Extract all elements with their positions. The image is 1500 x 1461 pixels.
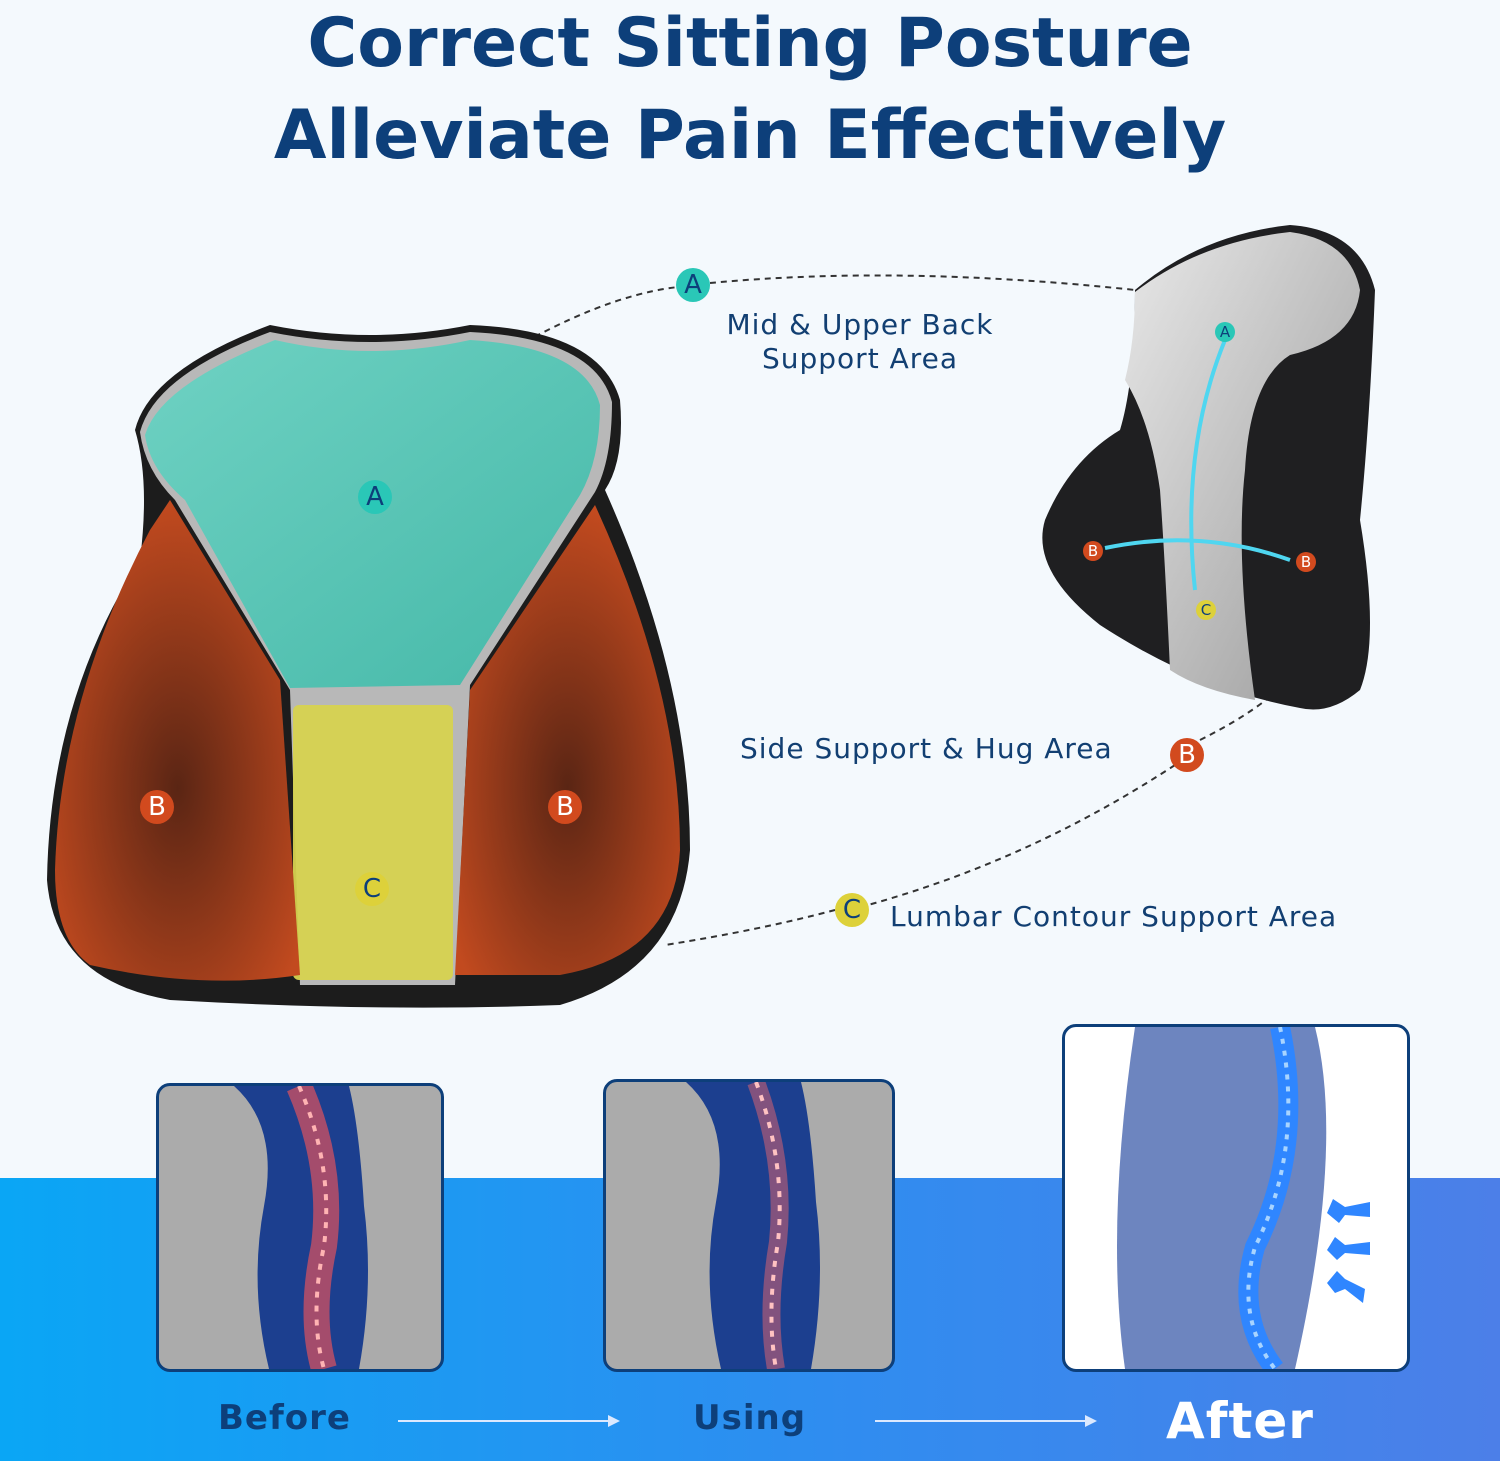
connector-a <box>524 274 1136 343</box>
label-b-badge: B <box>1170 738 1204 772</box>
connector-c <box>664 909 836 946</box>
small-zone-c-badge: C <box>1196 600 1216 620</box>
small-cushion-center <box>1125 232 1360 700</box>
label-a-badge: A <box>676 268 710 302</box>
small-zone-b-right-badge: B <box>1296 552 1316 572</box>
connector-b-c <box>867 764 1176 906</box>
cushion-diagram <box>47 225 1375 1008</box>
zone-b-label: Side Support & Hug Area <box>740 732 1113 765</box>
zone-b-left-area <box>55 500 300 981</box>
step-before-label: Before <box>218 1398 351 1438</box>
step-using-label: Using <box>693 1398 807 1438</box>
before-image <box>156 1083 444 1372</box>
step-after-label: After <box>1166 1392 1314 1450</box>
small-zone-a-badge: A <box>1215 322 1235 342</box>
headline-line-2: Alleviate Pain Effectively <box>273 96 1227 175</box>
label-c-badge: C <box>835 893 869 927</box>
zone-a-label-line-1: Mid & Upper Back <box>726 308 994 341</box>
zone-a-label: Mid & Upper Back Support Area <box>700 308 1020 376</box>
zone-b-right-area <box>455 505 680 975</box>
zone-c-label: Lumbar Contour Support Area <box>890 900 1338 933</box>
small-zone-b-left-badge: B <box>1083 541 1103 561</box>
zone-a-label-line-2: Support Area <box>761 342 959 375</box>
arrow-before-to-using <box>398 1415 620 1427</box>
headline-line-1: Correct Sitting Posture <box>307 4 1193 83</box>
arrow-using-to-after <box>875 1415 1097 1427</box>
after-image <box>1062 1024 1410 1372</box>
zone-a-area <box>145 340 600 688</box>
zone-b-left-badge: B <box>140 790 174 824</box>
using-image <box>603 1079 895 1372</box>
zone-b-right-badge: B <box>548 790 582 824</box>
pressure-arrows <box>1327 1199 1370 1303</box>
zone-c-badge: C <box>355 872 389 906</box>
zone-a-badge: A <box>358 480 392 514</box>
zone-c-area <box>293 705 453 980</box>
